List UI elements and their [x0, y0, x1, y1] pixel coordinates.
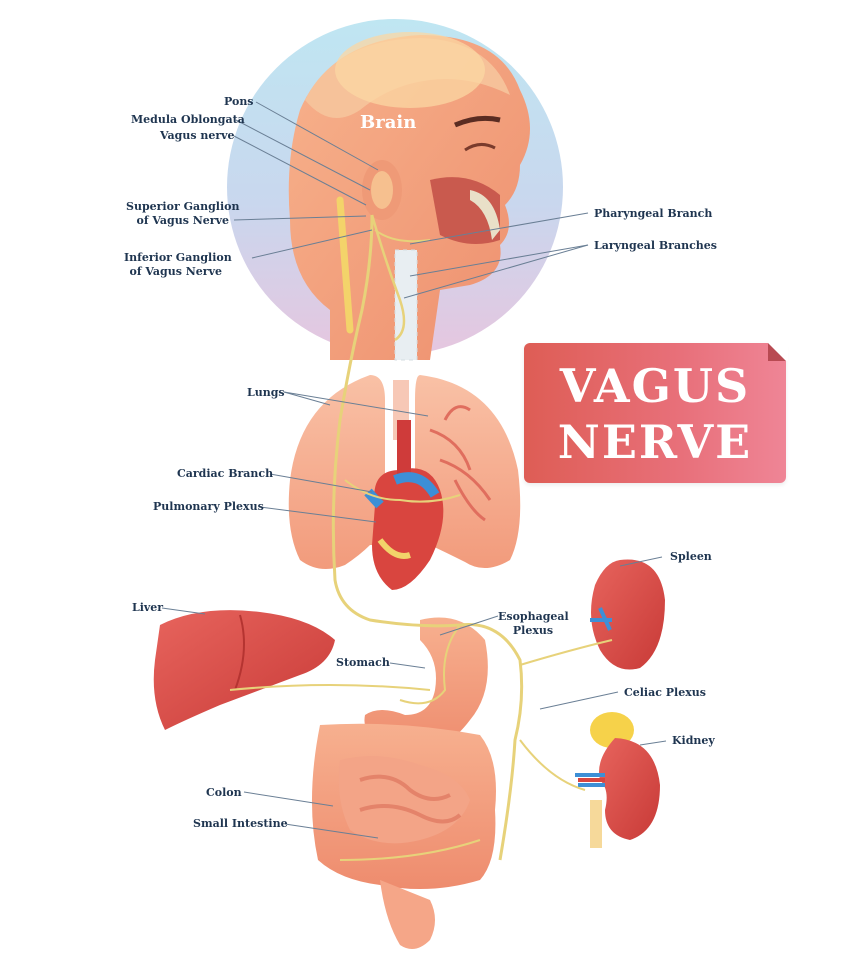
label-celiac-plexus: Celiac Plexus	[624, 686, 706, 699]
head-illustration	[227, 19, 563, 361]
label-esophageal-plexus-line1: Esophageal	[498, 610, 569, 623]
label-small-intestine: Small Intestine	[193, 817, 288, 830]
label-pulmonary-plexus: Pulmonary Plexus	[153, 500, 264, 513]
title-card: VAGUS NERVE	[524, 341, 788, 483]
liver-illustration	[153, 610, 335, 730]
label-superior-ganglion-line2: of Vagus Nerve	[136, 214, 229, 227]
label-vagus-nerve: Vagus nerve	[160, 129, 235, 142]
label-inferior-ganglion-line1: Inferior Ganglion	[124, 251, 232, 264]
label-laryngeal-branches: Laryngeal Branches	[594, 239, 717, 252]
title-line-2: NERVE	[557, 415, 753, 469]
brain-label: Brain	[360, 112, 417, 133]
spleen-illustration	[590, 559, 665, 670]
vagus-nerve-path	[229, 214, 613, 861]
label-liver: Liver	[132, 601, 164, 614]
label-cardiac-branch: Cardiac Branch	[177, 467, 274, 480]
label-pons: Pons	[224, 95, 254, 108]
label-superior-ganglion-line1: Superior Ganglion	[126, 200, 240, 213]
intestines-illustration	[311, 723, 496, 949]
label-lungs: Lungs	[247, 386, 285, 399]
label-esophageal-plexus-line2: Plexus	[512, 624, 554, 637]
label-kidney: Kidney	[672, 734, 715, 747]
kidney-illustration	[575, 712, 660, 848]
stomach-illustration	[364, 617, 488, 752]
label-stomach: Stomach	[336, 656, 390, 669]
label-colon: Colon	[206, 786, 242, 799]
title-line-1: VAGUS	[559, 359, 751, 413]
label-pharyngeal-branch: Pharyngeal Branch	[594, 207, 713, 220]
title-card-fold-icon	[768, 343, 786, 361]
label-inferior-ganglion-line2: of Vagus Nerve	[129, 265, 222, 278]
label-medula-oblongata: Medula Oblongata	[131, 113, 245, 126]
leader-lines	[161, 101, 667, 839]
label-spleen: Spleen	[670, 550, 712, 563]
